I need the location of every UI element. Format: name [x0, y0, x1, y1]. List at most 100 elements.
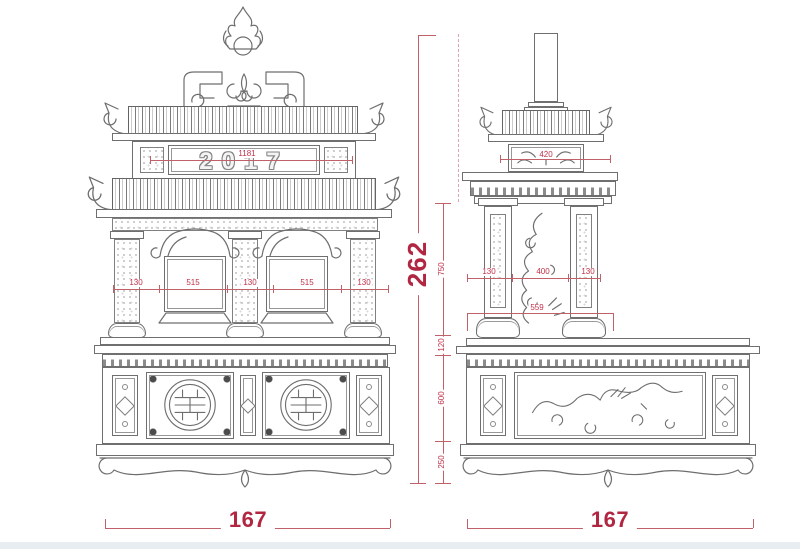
- dim-line-pillar-row: [467, 278, 600, 279]
- dim-line-frieze-width: [150, 160, 352, 161]
- top-column: [534, 33, 558, 102]
- dim-label-overall-height: 262: [402, 232, 432, 296]
- side-cornice-bar: [474, 196, 612, 204]
- side-pillar-panel: [576, 214, 592, 308]
- eave-curl-icon: [357, 102, 385, 135]
- bracket-band: [112, 218, 378, 231]
- pillar-capital: [564, 198, 604, 206]
- base-dentil-band: [102, 354, 388, 367]
- base-dentil-band: [466, 354, 750, 367]
- eave-curl-icon: [103, 102, 131, 135]
- dim-label-pillar-span: 559: [528, 303, 546, 312]
- base-slab-lower: [94, 345, 396, 354]
- bead-motif-icon: [722, 421, 728, 427]
- dim-tick: [467, 274, 468, 282]
- dim-tick: [159, 285, 160, 293]
- dim-tick: [150, 156, 151, 164]
- dim-tick: [388, 285, 389, 293]
- diamond-motif-icon: [240, 397, 256, 414]
- bead-motif-icon: [122, 421, 128, 427]
- dim-label-bay: 130: [355, 278, 373, 287]
- eave-curl-icon: [87, 176, 117, 211]
- base-side-panel: [112, 375, 138, 436]
- stele-crown-icon: [252, 228, 342, 259]
- upper-roof-eave: [112, 133, 376, 141]
- dim-line-overall-height: [418, 35, 419, 237]
- dim-label-front-overall: 167: [220, 509, 276, 531]
- dim-label-frieze-width: 1181: [236, 149, 258, 158]
- stele-window: [266, 256, 328, 312]
- pillar-capital: [228, 231, 262, 239]
- upper-roof-ridge: [128, 106, 358, 134]
- side-cornice-slab: [462, 172, 618, 181]
- lower-roof-eave: [96, 209, 392, 218]
- dim-label-side-overall: 167: [582, 509, 638, 531]
- eave-curl-icon: [479, 106, 505, 137]
- dim-line-bay-row: [113, 289, 388, 290]
- dim-tick: [613, 313, 614, 331]
- bead-motif-icon: [490, 384, 496, 390]
- lower-roof-ridge: [112, 178, 376, 210]
- bead-motif-icon: [366, 384, 372, 390]
- dim-tick: [418, 35, 436, 36]
- side-roof-eave: [488, 134, 604, 142]
- eave-curl-icon: [587, 106, 613, 137]
- base-slab-lower: [456, 346, 760, 354]
- eave-curl-icon: [371, 176, 401, 211]
- shou-medallion-icon: [164, 379, 216, 431]
- dim-label-bay: 130: [241, 278, 259, 287]
- dim-tick: [500, 155, 501, 163]
- dim-label-side-frieze: 420: [537, 150, 555, 159]
- dim-tick: [435, 335, 451, 336]
- dim-tick: [568, 274, 569, 282]
- bead-motif-icon: [122, 384, 128, 390]
- base-dragon-panel: [514, 372, 706, 439]
- diamond-motif-icon: [359, 395, 379, 416]
- dim-line-overall-height: [418, 293, 419, 484]
- base-molding: [96, 444, 394, 456]
- dim-line-side-frieze: [500, 159, 610, 160]
- pillar-capital: [478, 198, 518, 206]
- base-slab-upper: [100, 337, 390, 345]
- dim-tick: [435, 203, 451, 204]
- dim-tick: [273, 285, 274, 293]
- base-side-panel: [356, 375, 382, 436]
- base-slab-upper: [466, 338, 750, 346]
- pillar-base: [344, 323, 382, 338]
- dim-label-segment: 250: [437, 453, 446, 471]
- dim-tick: [610, 155, 611, 163]
- dim-label-bay: 130: [127, 278, 145, 287]
- stele-crown-icon: [150, 228, 240, 259]
- dim-tick: [341, 285, 342, 293]
- column-cap: [528, 102, 564, 107]
- dim-tick: [410, 483, 426, 484]
- pillar-capital: [110, 231, 144, 239]
- side-pillar-panel: [490, 214, 506, 308]
- dim-tick: [600, 274, 601, 282]
- side-roof-ridge: [502, 110, 590, 136]
- diamond-motif-icon: [115, 395, 135, 416]
- extension-line-dashed: [458, 34, 459, 202]
- dim-tick: [435, 355, 451, 356]
- dragon-relief-icon: [531, 382, 683, 434]
- base-molding: [460, 444, 756, 456]
- dim-label-bay: 515: [184, 278, 202, 287]
- pillar-base: [108, 323, 146, 338]
- dim-label-pillar: 130: [579, 267, 597, 276]
- dim-tick: [352, 156, 353, 164]
- scroll-feet-icon: [98, 457, 392, 488]
- base-side-panel: [712, 375, 738, 436]
- dim-tick: [227, 285, 228, 293]
- dim-label-segment: 600: [437, 389, 446, 407]
- side-dentil-band: [470, 181, 616, 196]
- dim-tick: [467, 519, 468, 528]
- crest-scroll-icon: [183, 71, 305, 109]
- shou-medallion-icon: [280, 379, 332, 431]
- stele-sill-icon: [158, 312, 232, 324]
- pillar-base: [562, 318, 606, 338]
- diamond-motif-icon: [715, 395, 735, 416]
- dim-tick: [113, 285, 114, 293]
- page-bottom-strip: [0, 542, 800, 549]
- scroll-feet-icon: [462, 457, 754, 488]
